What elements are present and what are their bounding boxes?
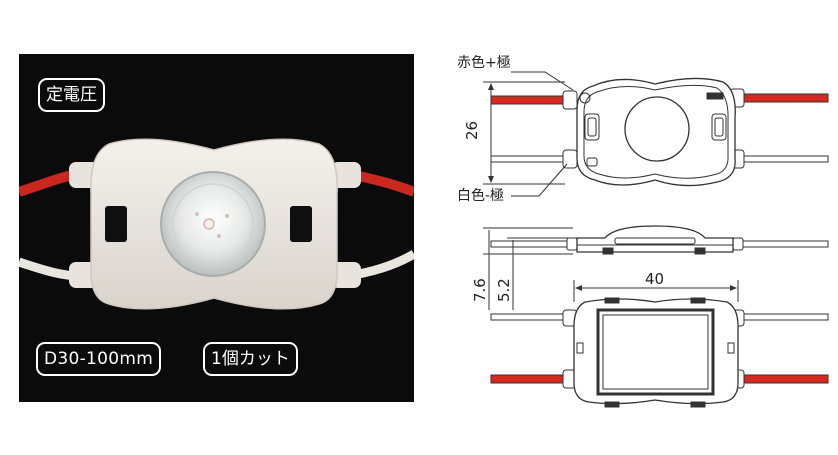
dim-depth-total-label: 7.6: [471, 278, 489, 302]
top-view: [490, 77, 829, 187]
badge-constant-voltage-text: 定電圧: [46, 85, 97, 105]
right-slot: [290, 206, 312, 242]
badge-depth-range-text: D30-100mm: [44, 349, 154, 369]
white-wire-top-left: [490, 155, 572, 163]
led-chip: [203, 218, 215, 230]
leader-white: [511, 163, 568, 197]
led-module-photo: [19, 138, 414, 310]
badge-single-cut: 1個カット: [203, 342, 298, 376]
bottom-view: [490, 297, 829, 408]
technical-drawing: 赤色+極 白色-極 26 40 7.6 5.2: [457, 54, 829, 408]
red-wire-top-right: [737, 93, 829, 103]
red-wire-top-left: [490, 95, 572, 105]
left-slot: [105, 206, 127, 242]
dim-width-label: 40: [645, 270, 664, 288]
badge-constant-voltage: 定電圧: [38, 78, 105, 112]
label-white-negative: 白色-極: [457, 187, 504, 204]
side-view: [490, 225, 829, 255]
product-photo: 定電圧 D30-100mm 1個カット: [19, 54, 414, 402]
dim-height-label: 26: [463, 121, 481, 140]
badge-single-cut-text: 1個カット: [211, 349, 290, 369]
badge-depth-range: D30-100mm: [36, 342, 162, 376]
white-wire-top-right: [737, 155, 829, 163]
label-red-positive: 赤色+極: [457, 54, 511, 71]
leader-red: [511, 71, 574, 91]
dim-depth-body-label: 5.2: [495, 278, 513, 302]
